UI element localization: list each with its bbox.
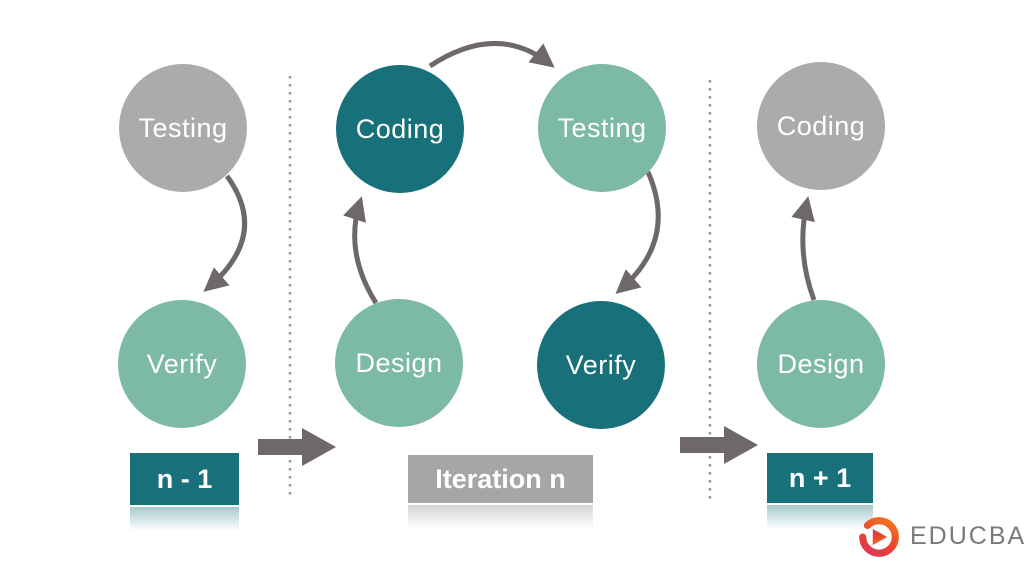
circle-label: Coding [776, 110, 866, 141]
arrow-design-to-coding-next [791, 196, 817, 301]
badge-label: n - 1 [156, 463, 213, 494]
circle-next-coding: Coding [757, 62, 885, 190]
badge-reflection [408, 505, 593, 529]
circle-prev-testing: Testing [119, 64, 247, 192]
badge-prev-iteration: n - 1 [130, 453, 239, 505]
educba-play-icon [859, 517, 899, 557]
block-arrow-current-to-next [680, 426, 758, 464]
circle-label: Testing [557, 112, 647, 143]
circle-prev-verify: Verify [118, 300, 246, 428]
circle-current-coding: Coding [336, 65, 464, 193]
badge-current-iteration: Iteration n [408, 455, 593, 503]
badge-reflection [130, 507, 239, 531]
arrow-testing-to-verify-current [615, 170, 661, 294]
circle-label: Verify [565, 349, 637, 380]
circle-label: Coding [355, 113, 445, 144]
educba-logo: EDUCBA [856, 512, 1024, 560]
arrow-coding-to-testing-current [428, 41, 555, 69]
circle-next-design: Design [757, 300, 885, 428]
circle-current-verify: Verify [537, 301, 665, 429]
badge-reflection [767, 505, 873, 529]
circle-current-testing: Testing [538, 64, 666, 192]
arrow-testing-to-verify-prev [203, 174, 248, 292]
educba-wordmark: EDUCBA [910, 521, 1024, 550]
circle-label: Verify [146, 348, 218, 379]
arrow-design-to-coding-current [343, 196, 379, 305]
block-arrow-prev-to-current [258, 428, 336, 466]
circle-label: Testing [138, 112, 228, 143]
circle-label: Design [777, 348, 865, 379]
badge-next-iteration: n + 1 [767, 453, 873, 503]
badge-label: n + 1 [788, 462, 852, 493]
circle-current-design: Design [335, 299, 463, 427]
badge-label: Iteration n [435, 463, 566, 494]
circle-label: Design [355, 347, 443, 378]
